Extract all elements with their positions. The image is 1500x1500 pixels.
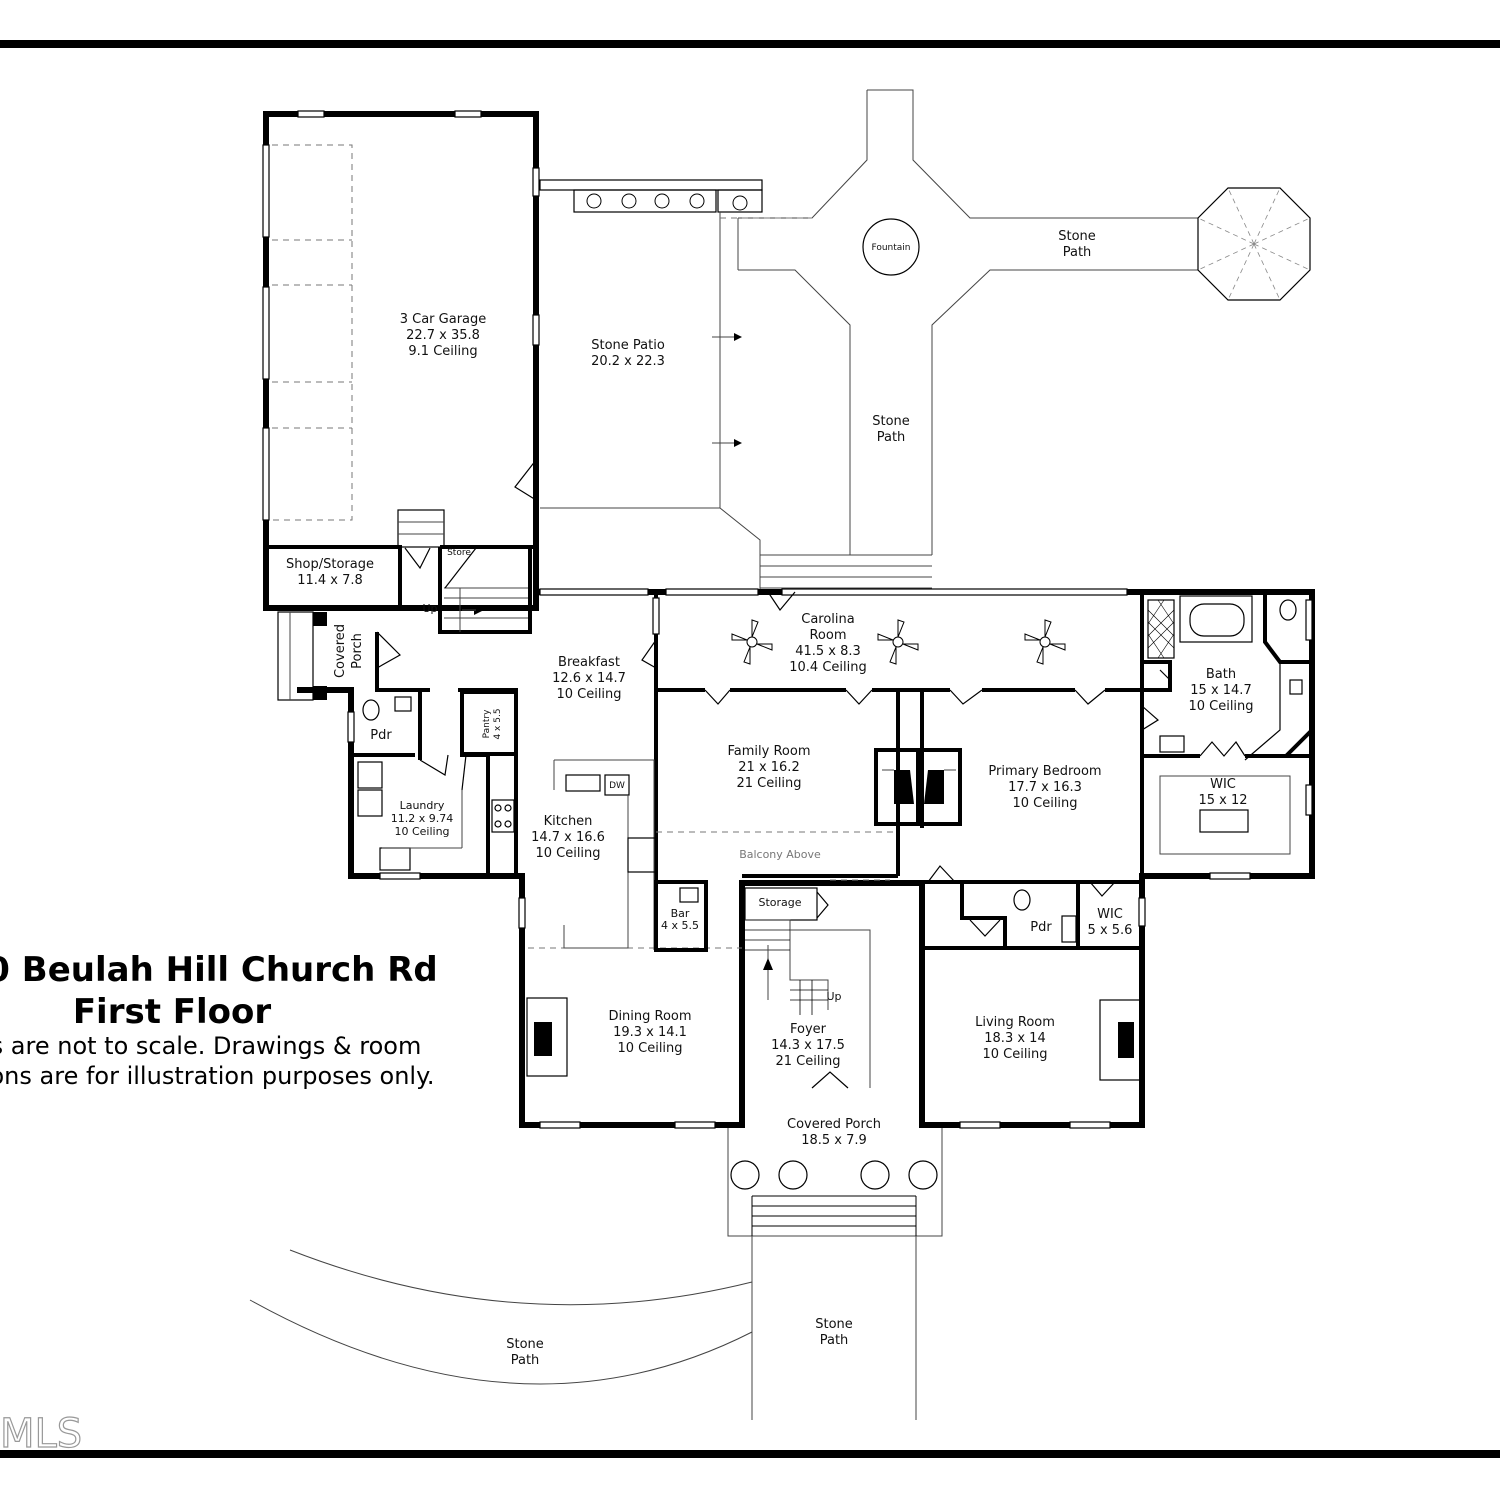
family-name: Family Room [728,744,811,759]
living-ceiling: 10 Ceiling [982,1047,1047,1062]
family-dims: 21 x 16.2 [738,760,799,775]
shop-name: Shop/Storage [286,557,374,572]
side-porch-2: Porch [350,633,365,669]
kitchen-name: Kitchen [544,814,593,829]
carolina-name2: Room [809,628,846,643]
dining-dims: 19.3 x 14.1 [613,1025,687,1040]
laundry-name: Laundry [400,799,445,812]
primary-ceiling: 10 Ceiling [1012,796,1077,811]
top-border [0,40,1500,48]
dw-label: DW [609,781,625,791]
side-porch-1: Covered [333,624,348,678]
pantry-dims: 4 x 5.5 [493,708,503,739]
wic-1-dims: 15 x 12 [1198,793,1247,808]
carolina-dims: 41.5 x 8.3 [795,644,861,659]
bar-dims: 4 x 5.5 [661,919,699,932]
outdoor-paths [249,89,1311,1420]
mls-watermark: MLS [0,1411,82,1457]
bath-ceiling: 10 Ceiling [1188,699,1253,714]
disclaimer-line-2: ons are for illustration purposes only. [0,1062,435,1090]
pantry-name: Pantry [482,709,492,738]
front-porch [727,1128,943,1237]
laundry-dims: 11.2 x 9.74 [391,812,454,825]
carolina-ceiling: 10.4 Ceiling [789,660,866,675]
living-name: Living Room [975,1015,1055,1030]
kitchen-ceiling: 10 Ceiling [535,846,600,861]
wic-1-name: WIC [1210,777,1236,792]
pdr-1-label: Pdr [370,728,392,743]
disclaimer-line-1: s are not to scale. Drawings & room [0,1032,421,1060]
path-center-1: Stone [872,414,910,429]
breakfast-dims: 12.6 x 14.7 [552,671,626,686]
bath-dims: 15 x 14.7 [1190,683,1251,698]
wic-2-name: WIC [1097,907,1123,922]
shop-dims: 11.4 x 7.8 [297,573,363,588]
gazebo [1197,187,1311,301]
pdr-2-label: Pdr [1030,920,1052,935]
balcony-label: Balcony Above [739,848,821,861]
breakfast-name: Breakfast [558,655,620,670]
path-south-1: Stone [815,1317,853,1332]
breakfast-ceiling: 10 Ceiling [556,687,621,702]
title-block: 0 Beulah Hill Church Rd First Floor s ar… [0,950,438,1090]
primary-dims: 17.7 x 16.3 [1008,780,1082,795]
garage-ceiling: 9.1 Ceiling [408,344,477,359]
path-south-2: Path [820,1333,849,1348]
stair-up-2: Up [826,990,841,1003]
patio-dims: 20.2 x 22.3 [591,354,665,369]
garage [262,110,540,611]
path-center-2: Path [877,430,906,445]
house-walls [277,544,1315,1129]
garage-dims: 22.7 x 35.8 [406,328,480,343]
wic-2-dims: 5 x 5.6 [1088,923,1133,938]
floor-title: First Floor [73,992,272,1032]
front-porch-dims: 18.5 x 7.9 [801,1133,867,1148]
foyer-ceiling: 21 Ceiling [775,1054,840,1069]
dining-ceiling: 10 Ceiling [617,1041,682,1056]
laundry-ceiling: 10 Ceiling [394,825,449,838]
bath-name: Bath [1206,667,1236,682]
fountain-label: Fountain [871,243,910,253]
storage-label: Storage [758,896,801,909]
living-dims: 18.3 x 14 [984,1031,1045,1046]
carolina-name: Carolina [801,612,855,627]
ceiling-fans [731,619,1066,665]
path-east-1: Stone [1058,229,1096,244]
store-label: Store [447,548,471,558]
path-east-2: Path [1063,245,1092,260]
bar-name: Bar [671,907,690,920]
patio [539,179,812,592]
patio-name: Stone Patio [591,338,665,353]
front-porch-name: Covered Porch [787,1117,881,1132]
address-title: 0 Beulah Hill Church Rd [0,950,438,990]
foyer-dims: 14.3 x 17.5 [771,1038,845,1053]
path-sw-1: Stone [506,1337,544,1352]
room-labels: 3 Car Garage 22.7 x 35.8 9.1 Ceiling Sto… [286,229,1254,1368]
stair-up-1: Up [422,602,437,615]
foyer-name: Foyer [790,1022,827,1037]
kitchen-dims: 14.7 x 16.6 [531,830,605,845]
primary-name: Primary Bedroom [988,764,1101,779]
path-sw-2: Path [511,1353,540,1368]
family-ceiling: 21 Ceiling [736,776,801,791]
bottom-border [0,1450,1500,1458]
dining-name: Dining Room [608,1009,691,1024]
fountain [862,218,920,276]
garage-name: 3 Car Garage [400,312,487,327]
